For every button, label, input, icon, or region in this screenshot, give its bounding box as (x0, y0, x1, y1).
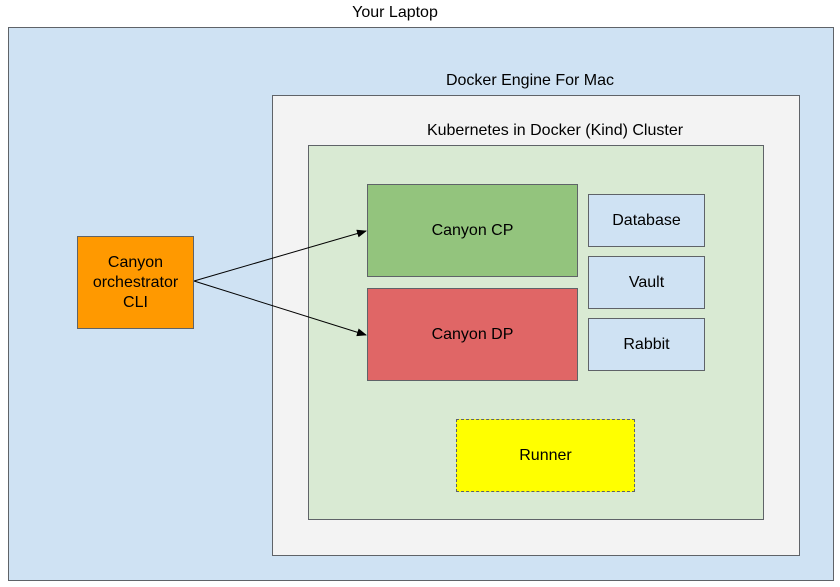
canyon-orchestrator-cli-label: Canyon orchestrator CLI (92, 253, 179, 311)
canyon-orchestrator-cli-node: Canyon orchestrator CLI (77, 236, 194, 329)
vault-label: Vault (628, 273, 665, 291)
laptop-title: Your Laptop (352, 4, 438, 21)
runner-label: Runner (519, 446, 572, 464)
canyon-cp-node: Canyon CP (367, 184, 578, 277)
canyon-dp-label: Canyon DP (431, 325, 514, 343)
database-node: Database (588, 194, 705, 247)
vault-node: Vault (588, 256, 705, 309)
canyon-cp-label: Canyon CP (431, 221, 514, 239)
docker-engine-title: Docker Engine For Mac (445, 72, 615, 89)
kind-cluster-title: Kubernetes in Docker (Kind) Cluster (426, 122, 684, 139)
runner-node: Runner (456, 419, 635, 492)
database-label: Database (612, 211, 681, 229)
rabbit-label: Rabbit (623, 335, 670, 353)
canyon-dp-node: Canyon DP (367, 288, 578, 381)
rabbit-node: Rabbit (588, 318, 705, 371)
